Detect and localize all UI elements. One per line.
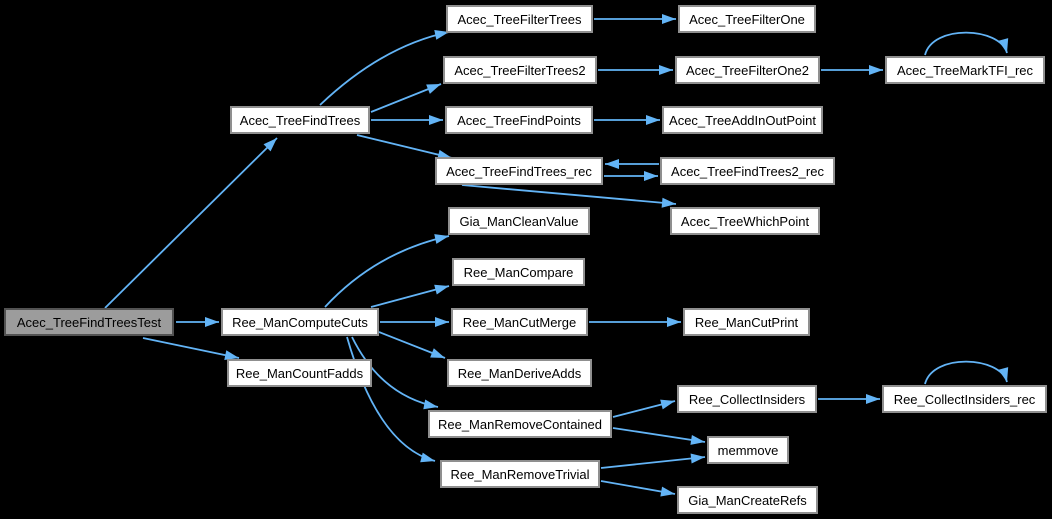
arrowhead-acec-treefindtreestest-to-ree-mancountfadds: [224, 350, 239, 361]
node-acec-treefindtrees[interactable]: Acec_TreeFindTrees: [230, 106, 370, 134]
node-acec-treefiltertrees2[interactable]: Acec_TreeFilterTrees2: [443, 56, 597, 84]
node-gia-mancleanvalue[interactable]: Gia_ManCleanValue: [448, 207, 590, 235]
arrowhead-acec-treefindtreestest-to-ree-mancomputecuts: [205, 317, 219, 327]
arrowhead-ree-mancomputecuts-to-gia-mancleanvalue: [434, 234, 449, 244]
node-acec-treefindtreestest: Acec_TreeFindTreesTest: [4, 308, 174, 336]
arrowhead-ree-manremovecontained-to-memmove: [690, 434, 705, 445]
arrowhead-ree-manremovetrivial-to-memmove: [690, 453, 705, 464]
arrowhead-ree-manremovetrivial-to-gia-mancreaterefs: [660, 486, 675, 497]
edge-ree-mancomputecuts-to-gia-mancleanvalue: [324, 235, 450, 308]
arrowhead-acec-treefindtrees-to-acec-treefiltertrees2: [426, 84, 441, 94]
arrowhead-ree-collectinsiders-to-ree-collectinsiders-rec: [866, 394, 880, 404]
node-acec-treefilterone2[interactable]: Acec_TreeFilterOne2: [675, 56, 820, 84]
node-acec-treemarktfi-rec[interactable]: Acec_TreeMarkTFI_rec: [885, 56, 1045, 84]
arrowhead-ree-manremovecontained-to-ree-collectinsiders: [660, 399, 675, 410]
node-acec-treefindtrees-rec[interactable]: Acec_TreeFindTrees_rec: [435, 157, 603, 185]
edge-ree-manremovecontained-to-memmove: [612, 427, 706, 443]
node-gia-mancreaterefs[interactable]: Gia_ManCreateRefs: [677, 486, 818, 514]
node-acec-treefindpoints[interactable]: Acec_TreeFindPoints: [445, 106, 593, 134]
arrowhead-acec-treefilterone2-to-acec-treemarktfi-rec: [869, 65, 883, 75]
node-acec-treewhichpoint[interactable]: Acec_TreeWhichPoint: [670, 207, 820, 235]
edge-acec-treefindtrees-to-acec-treefiltertrees: [319, 31, 450, 106]
edge-ree-collectinsiders-rec-to-ree-collectinsiders-rec: [924, 360, 1008, 385]
node-ree-manderiveadds[interactable]: Ree_ManDeriveAdds: [447, 359, 592, 387]
arrowhead-ree-mancomputecuts-to-ree-manderiveadds: [430, 348, 445, 358]
edge-ree-mancomputecuts-to-ree-manremovetrivial: [346, 336, 436, 462]
node-ree-mancomputecuts[interactable]: Ree_ManComputeCuts: [221, 308, 379, 336]
node-acec-treeaddinoutpoint[interactable]: Acec_TreeAddInOutPoint: [662, 106, 823, 134]
node-ree-mancountfadds[interactable]: Ree_ManCountFadds: [227, 359, 372, 387]
arrowhead-acec-treefiltertrees-to-acec-treefilterone: [662, 14, 676, 24]
arrowhead-ree-mancomputecuts-to-ree-manremovetrivial: [420, 452, 435, 463]
edge-acec-treefindtrees-to-acec-treefindtrees-rec: [356, 134, 453, 159]
arrowhead-acec-treefindtrees-rec-to-acec-treewhichpoint: [661, 197, 676, 208]
edge-acec-treefindtreestest-to-ree-mancountfadds: [142, 337, 240, 359]
arrowhead-acec-treefindpoints-to-acec-treeaddinoutpoint: [646, 115, 660, 125]
arrowhead-acec-treefindtreestest-to-acec-treefindtrees: [263, 138, 277, 152]
arrowhead-ree-mancomputecuts-to-ree-mancompare: [434, 284, 449, 295]
node-acec-treefindtrees2-rec[interactable]: Acec_TreeFindTrees2_rec: [660, 157, 835, 185]
node-acec-treefiltertrees[interactable]: Acec_TreeFilterTrees: [446, 5, 593, 33]
arrowhead-acec-treefindtrees-to-acec-treefindpoints: [429, 115, 443, 125]
node-ree-mancompare[interactable]: Ree_ManCompare: [452, 258, 585, 286]
node-ree-manremovecontained[interactable]: Ree_ManRemoveContained: [428, 410, 612, 438]
arrowhead-ree-collectinsiders-rec-to-ree-collectinsiders-rec: [998, 367, 1009, 382]
node-ree-mancutprint[interactable]: Ree_ManCutPrint: [683, 308, 810, 336]
arrowhead-acec-treefiltertrees2-to-acec-treefilterone2: [659, 65, 673, 75]
arrowhead-acec-treefindtrees-to-acec-treefiltertrees: [434, 29, 449, 40]
edge-ree-manremovetrivial-to-memmove: [600, 456, 706, 469]
edge-acec-treemarktfi-rec-to-acec-treemarktfi-rec: [924, 31, 1008, 56]
node-memmove[interactable]: memmove: [707, 436, 789, 464]
node-ree-collectinsiders-rec[interactable]: Ree_CollectInsiders_rec: [882, 385, 1047, 413]
arrowhead-acec-treemarktfi-rec-to-acec-treemarktfi-rec: [998, 38, 1009, 53]
edge-acec-treefindtrees-rec-to-acec-treewhichpoint: [461, 184, 677, 205]
node-ree-collectinsiders[interactable]: Ree_CollectInsiders: [677, 385, 817, 413]
arrowhead-ree-mancomputecuts-to-ree-mancutmerge: [435, 317, 449, 327]
arrowhead-acec-treefindtrees-rec-to-acec-treefindtrees2-rec: [644, 171, 658, 181]
node-ree-manremovetrivial[interactable]: Ree_ManRemoveTrivial: [440, 460, 600, 488]
arrowhead-ree-mancutmerge-to-ree-mancutprint: [667, 317, 681, 327]
arrowhead-ree-mancomputecuts-to-ree-manremovecontained: [423, 399, 438, 410]
node-ree-mancutmerge[interactable]: Ree_ManCutMerge: [451, 308, 588, 336]
edge-acec-treefindtreestest-to-acec-treefindtrees: [104, 137, 278, 309]
node-acec-treefilterone[interactable]: Acec_TreeFilterOne: [678, 5, 816, 33]
arrowhead-acec-treefindtrees2-rec-to-acec-treefindtrees-rec: [605, 159, 619, 169]
